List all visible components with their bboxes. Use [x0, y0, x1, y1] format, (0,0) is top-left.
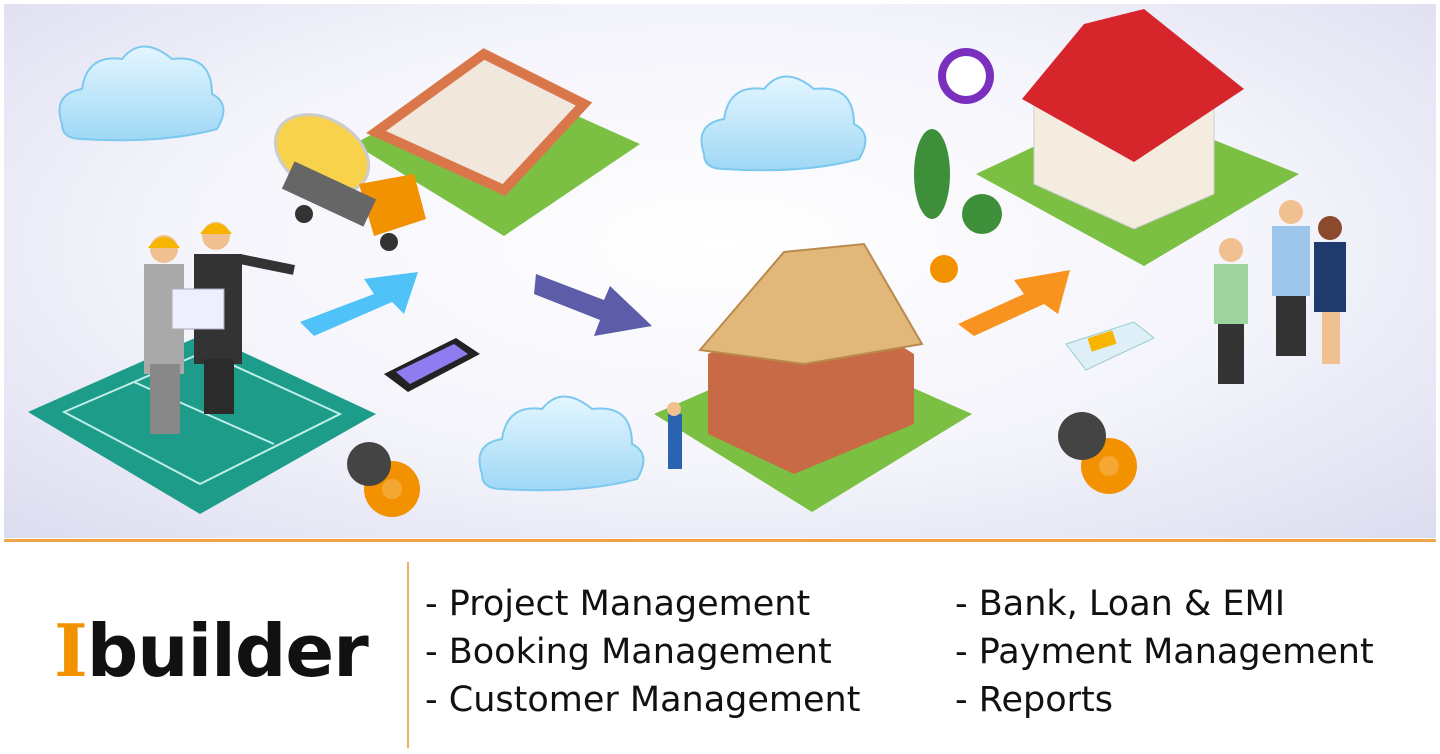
feature-item: - Reports [955, 680, 1114, 720]
feature-item: - Booking Management [425, 632, 832, 672]
gear-icon [347, 442, 391, 486]
arrow-icon [300, 272, 418, 336]
logo-initial: I [54, 608, 88, 693]
feature-list-2: - Bank, Loan & EMI - Payment Management … [955, 580, 1374, 724]
ibuilder-logo: Ibuilder [54, 615, 369, 688]
divider-vertical [407, 562, 409, 748]
divider-horizontal [4, 539, 1436, 542]
feature-list-1: - Project Management - Booking Managemen… [425, 580, 860, 724]
feature-item: - Project Management [425, 584, 811, 624]
cloud-icon [58, 45, 225, 142]
gear-icon [1058, 412, 1106, 460]
logo-text: builder [86, 609, 369, 693]
cloud-icon [700, 75, 867, 172]
arrow-icon [534, 274, 652, 336]
feature-item: - Customer Management [425, 680, 861, 720]
cloud-icon [478, 395, 645, 492]
cement-truck-icon [273, 113, 426, 251]
smartphone-icon [1065, 321, 1155, 371]
house-under-construction-icon [654, 242, 972, 512]
feature-item: - Bank, Loan & EMI [955, 584, 1286, 624]
feature-item: - Payment Management [955, 632, 1374, 672]
engineers-icon [144, 222, 295, 434]
gear-icon [930, 255, 958, 283]
finished-house-icon [914, 9, 1299, 266]
business-people-icon [1214, 200, 1346, 384]
arrow-icon [958, 270, 1070, 336]
hero-illustration [4, 4, 1436, 538]
brick-foundation-icon [354, 48, 640, 236]
smartphone-icon [384, 338, 480, 392]
